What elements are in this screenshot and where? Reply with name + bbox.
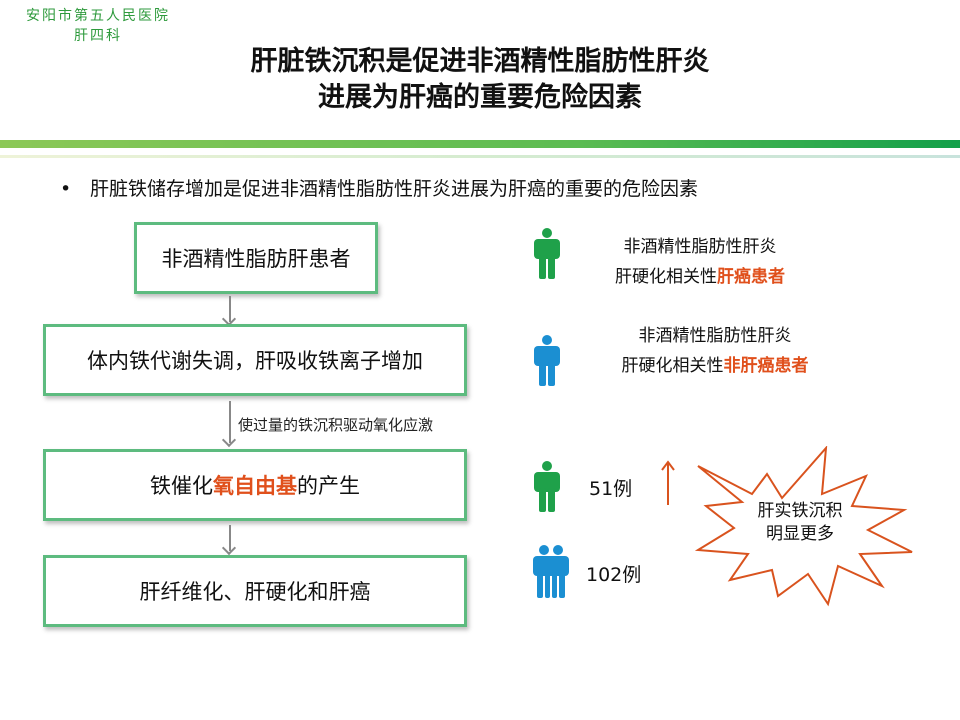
flow-box-3: 铁催化氧自由基的产生 xyxy=(43,449,467,521)
legend-non-cancer-line-1: 非酒精性脂肪性肝炎 xyxy=(638,326,792,346)
people-blue-icon xyxy=(533,545,569,598)
flow-arrow-1 xyxy=(229,296,231,322)
bullet-marker: • xyxy=(60,178,72,200)
legend-cancer: 非酒精性脂肪性肝炎 肝硬化相关性肝癌患者 xyxy=(580,232,820,292)
bullet-point: • 肝脏铁储存增加是促进非酒精性脂肪性肝炎进展为肝癌的重要的危险因素 xyxy=(60,176,698,202)
legend-non-cancer: 非酒精性脂肪性肝炎 肝硬化相关性非肝癌患者 xyxy=(580,321,850,381)
flow-box-4: 肝纤维化、肝硬化和肝癌 xyxy=(43,555,467,627)
callout-line-1: 肝实铁沉积 xyxy=(757,501,843,521)
flow-box-1-text: 非酒精性脂肪肝患者 xyxy=(161,247,351,271)
flow-box-3-text-pre: 铁催化 xyxy=(150,474,213,498)
callout-text: 肝实铁沉积 明显更多 xyxy=(740,500,860,546)
legend-cancer-line-1: 非酒精性脂肪性肝炎 xyxy=(623,237,777,257)
count-cancer: 51例 xyxy=(589,478,633,500)
bullet-text: 肝脏铁储存增加是促进非酒精性脂肪性肝炎进展为肝癌的重要的危险因素 xyxy=(90,178,699,200)
person-blue-icon xyxy=(534,335,560,386)
count-non-cancer: 102例 xyxy=(586,564,642,586)
flow-box-2-text: 体内铁代谢失调，肝吸收铁离子增加 xyxy=(87,349,423,373)
flow-box-2: 体内铁代谢失调，肝吸收铁离子增加 xyxy=(43,324,467,396)
hospital-logo-text: 安阳市第五人民医院 肝四科 xyxy=(8,6,188,46)
title-line-1: 肝脏铁沉积是促进非酒精性脂肪性肝炎 xyxy=(250,46,710,77)
callout-line-2: 明显更多 xyxy=(766,524,834,544)
flow-box-1: 非酒精性脂肪肝患者 xyxy=(134,222,378,294)
legend-cancer-line-2: 肝硬化相关性 xyxy=(615,267,717,287)
flow-box-3-highlight: 氧自由基 xyxy=(213,474,297,498)
starburst-callout xyxy=(694,446,913,607)
flow-arrow-label: 使过量的铁沉积驱动氧化应激 xyxy=(238,416,434,434)
flow-box-4-text: 肝纤维化、肝硬化和肝癌 xyxy=(139,580,371,604)
hospital-name: 安阳市第五人民医院 xyxy=(26,8,170,24)
person-green-icon xyxy=(534,461,560,512)
legend-cancer-highlight: 肝癌患者 xyxy=(717,267,785,287)
flow-arrow-3 xyxy=(229,525,231,551)
header-divider-thin xyxy=(0,155,960,158)
legend-non-cancer-highlight: 非肝癌患者 xyxy=(723,356,809,376)
slide-title: 肝脏铁沉积是促进非酒精性脂肪性肝炎 进展为肝癌的重要危险因素 xyxy=(0,44,960,116)
legend-non-cancer-line-2: 肝硬化相关性 xyxy=(621,356,724,376)
person-green-icon xyxy=(534,228,560,279)
department-name: 肝四科 xyxy=(74,28,122,44)
header-divider xyxy=(0,140,960,148)
flow-arrow-2 xyxy=(229,401,231,443)
up-arrow-icon xyxy=(661,460,675,505)
title-line-2: 进展为肝癌的重要危险因素 xyxy=(318,82,642,113)
flow-box-3-text-post: 的产生 xyxy=(297,474,360,498)
